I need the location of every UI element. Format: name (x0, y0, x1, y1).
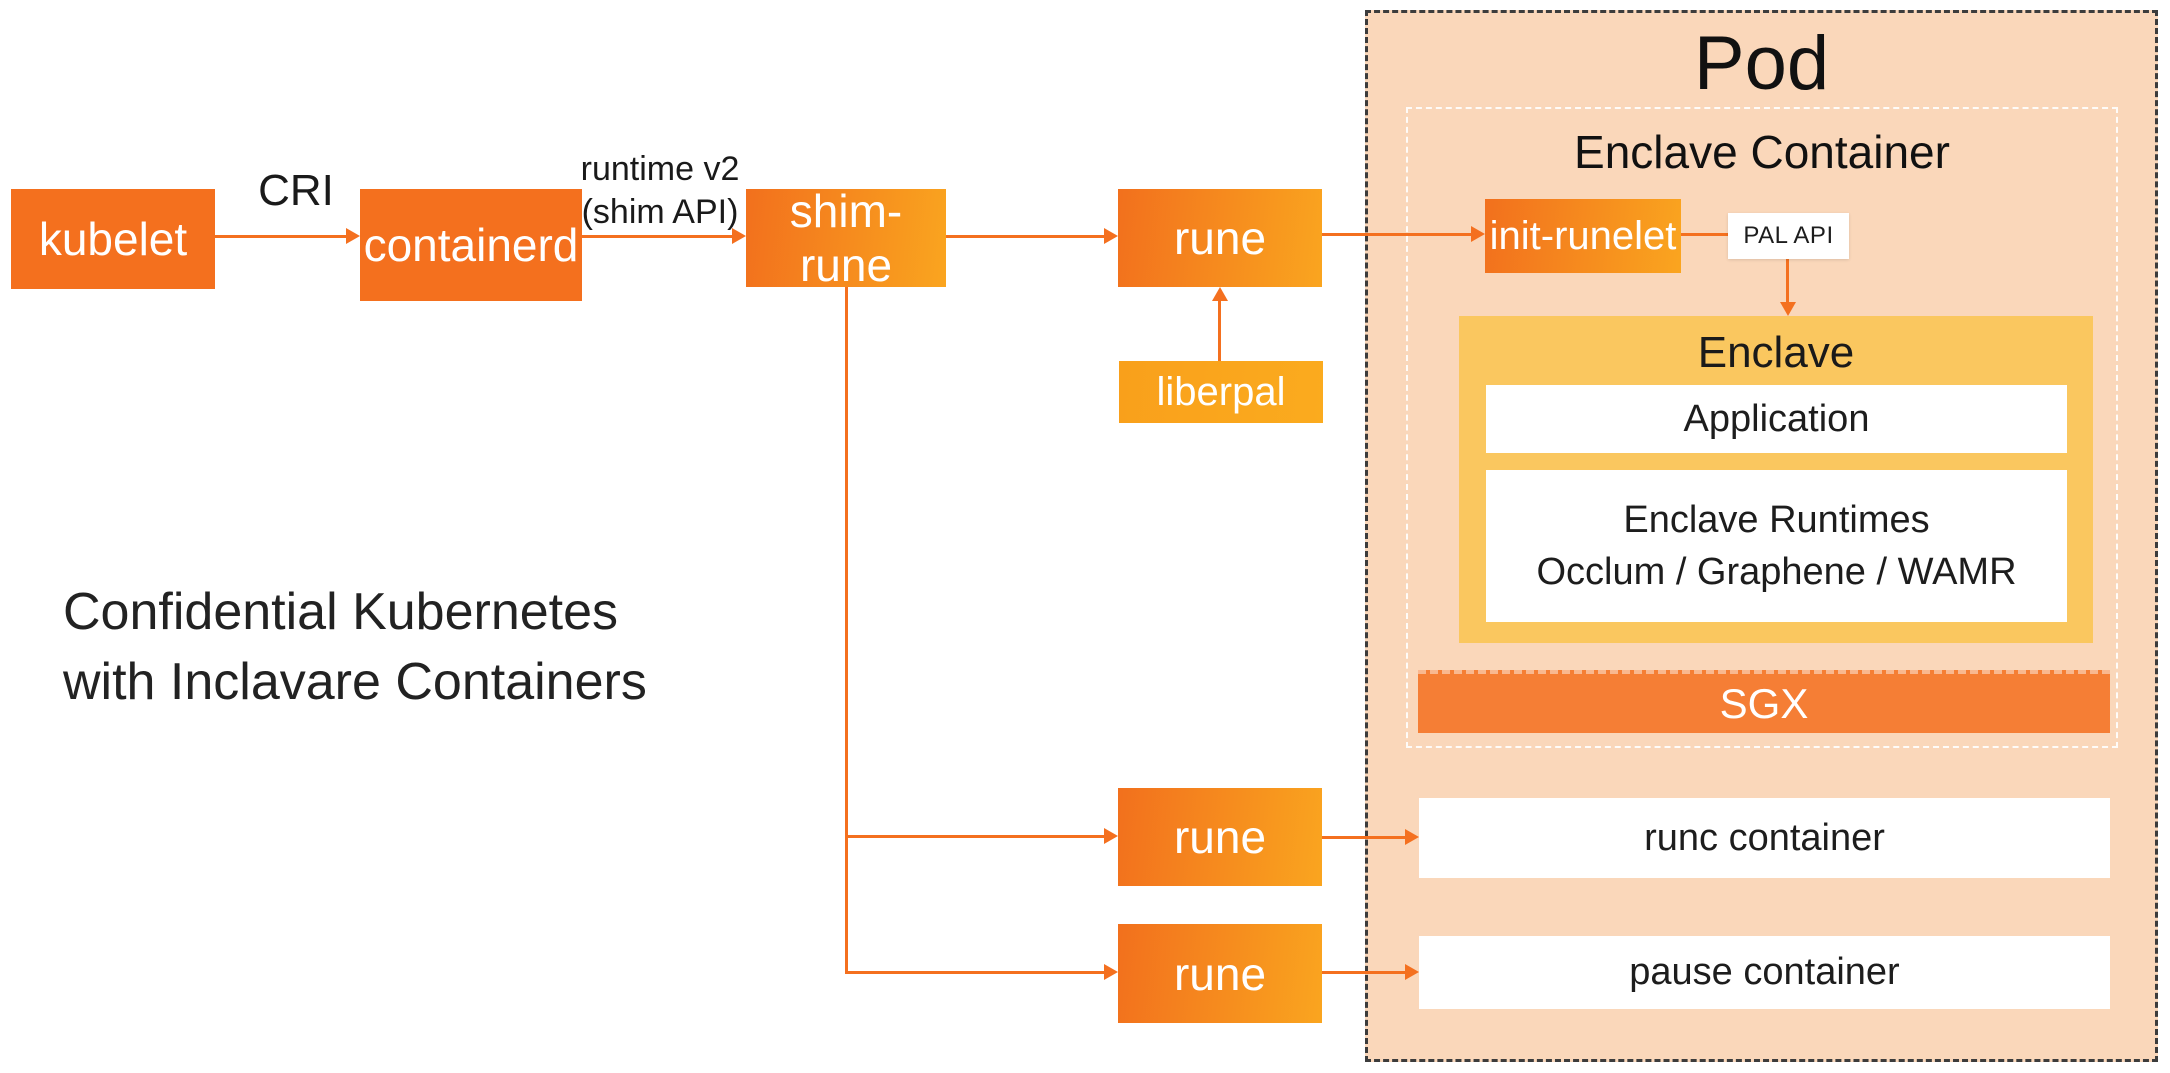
enclave-runtimes-line1: Enclave Runtimes (1623, 499, 1930, 541)
edge-initrunelet-palapi (1681, 233, 1728, 236)
edge-trunk-rune-bottom (845, 971, 1104, 974)
diagram-caption: Confidential Kubernetes with Inclavare C… (63, 583, 647, 711)
enclave-title: Enclave (1697, 328, 1855, 377)
arrowhead-enclave (1780, 302, 1796, 316)
node-rune-top-label: rune (1173, 212, 1267, 264)
edge-kubelet-containerd (215, 235, 348, 238)
edge-palapi-enclave (1786, 259, 1789, 304)
edge-containerd-shimrune (582, 235, 732, 238)
arrowhead-runc (1405, 829, 1419, 845)
enclave-runtimes-line2: Occlum / Graphene / WAMR (1536, 551, 2017, 593)
node-pause-container-label: pause container (1629, 951, 1900, 993)
node-kubelet-label: kubelet (38, 213, 188, 265)
arrowhead-rune-bottom (1104, 964, 1118, 980)
node-enclave-runtimes: Enclave Runtimes Occlum / Graphene / WAM… (1486, 470, 2067, 622)
edge-rune-initrunelet (1322, 233, 1471, 236)
edge-shimrune-trunk (845, 287, 848, 974)
node-init-runelet-label: init-runelet (1489, 213, 1677, 258)
edge-label-runtime-v2: runtime v2 (shim API) (580, 150, 740, 231)
node-sgx-label: SGX (1719, 679, 1809, 727)
arrowhead-containerd (346, 228, 360, 244)
node-rune-mid: rune (1118, 788, 1322, 886)
node-shim-rune-label: shim-rune (789, 185, 903, 291)
node-kubelet: kubelet (11, 189, 215, 289)
arrowhead-rune-from-liberpal (1212, 287, 1228, 301)
arrowhead-pause (1405, 964, 1419, 980)
edge-shimrune-rune (946, 235, 1104, 238)
enclave-container-border (1406, 107, 2118, 748)
node-runc-container-label: runc container (1644, 816, 1885, 859)
node-containerd: containerd (360, 189, 582, 301)
edge-label-cri: CRI (258, 166, 334, 215)
enclave-container-title: Enclave Container (1574, 126, 1950, 178)
edge-rune-pause (1322, 971, 1405, 974)
edge-rune-runc (1322, 836, 1405, 839)
node-liberpal: liberpal (1119, 361, 1323, 423)
pod-title: Pod (1693, 21, 1830, 106)
node-runc-container: runc container (1419, 798, 2110, 878)
edge-trunk-rune-mid (845, 835, 1104, 838)
node-liberpal-label: liberpal (1156, 369, 1286, 414)
node-rune-bottom-label: rune (1173, 947, 1267, 1000)
node-pal-api: PAL API (1728, 213, 1849, 259)
arrowhead-initrunelet (1471, 226, 1485, 242)
edge-liberpal-rune (1218, 299, 1221, 361)
node-shim-rune: shim-rune (746, 185, 946, 291)
node-pal-api-label: PAL API (1743, 222, 1834, 249)
node-rune-top: rune (1118, 189, 1322, 287)
node-application-label: Application (1683, 397, 1870, 440)
node-rune-bottom: rune (1118, 924, 1322, 1023)
node-rune-mid-label: rune (1173, 811, 1267, 863)
arrowhead-rune-mid (1104, 828, 1118, 844)
arrowhead-rune-top (1104, 228, 1118, 244)
node-sgx: SGX (1418, 670, 2110, 733)
node-pause-container: pause container (1419, 936, 2110, 1009)
node-init-runelet: init-runelet (1485, 199, 1681, 273)
arrowhead-shimrune (732, 228, 746, 244)
node-containerd-label: containerd (363, 219, 579, 271)
node-application: Application (1486, 385, 2067, 453)
